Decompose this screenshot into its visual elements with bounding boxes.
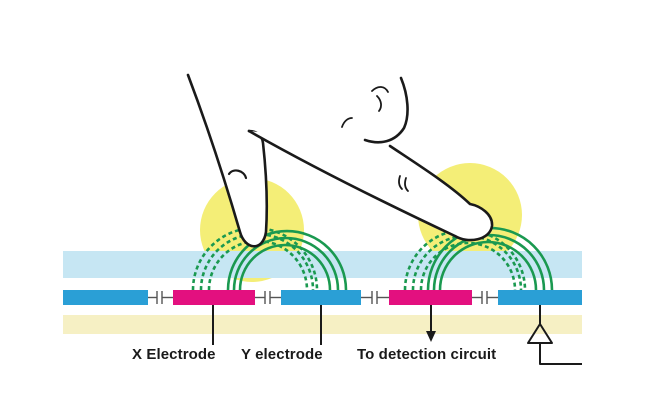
x-electrode-segment [389, 290, 472, 305]
finger-diagonal-icon [247, 129, 494, 242]
x-electrode-label: X Electrode [132, 346, 216, 363]
capacitor-icon [361, 291, 389, 304]
amplifier-icon [527, 305, 582, 365]
y-electrode-segment [63, 290, 148, 305]
capacitor-icon [148, 291, 173, 304]
capacitor-icons [148, 291, 498, 304]
x-electrode-segment [173, 290, 255, 305]
electrode-row [63, 290, 582, 305]
y-electrode-segment [498, 290, 582, 305]
hand-back-contour [363, 76, 409, 144]
capacitor-icon [255, 291, 281, 304]
capacitor-icon [472, 291, 498, 304]
detection-circuit-label: To detection circuit [357, 346, 497, 363]
knuckle-crease-icons [341, 86, 409, 192]
y-electrode-segment [281, 290, 361, 305]
base-substrate-layer [63, 315, 582, 334]
y-electrode-label: Y electrode [241, 346, 323, 363]
detection-arrow-icon [426, 305, 436, 342]
label-leader-lines [212, 305, 322, 345]
fingernail-icon [227, 169, 248, 180]
